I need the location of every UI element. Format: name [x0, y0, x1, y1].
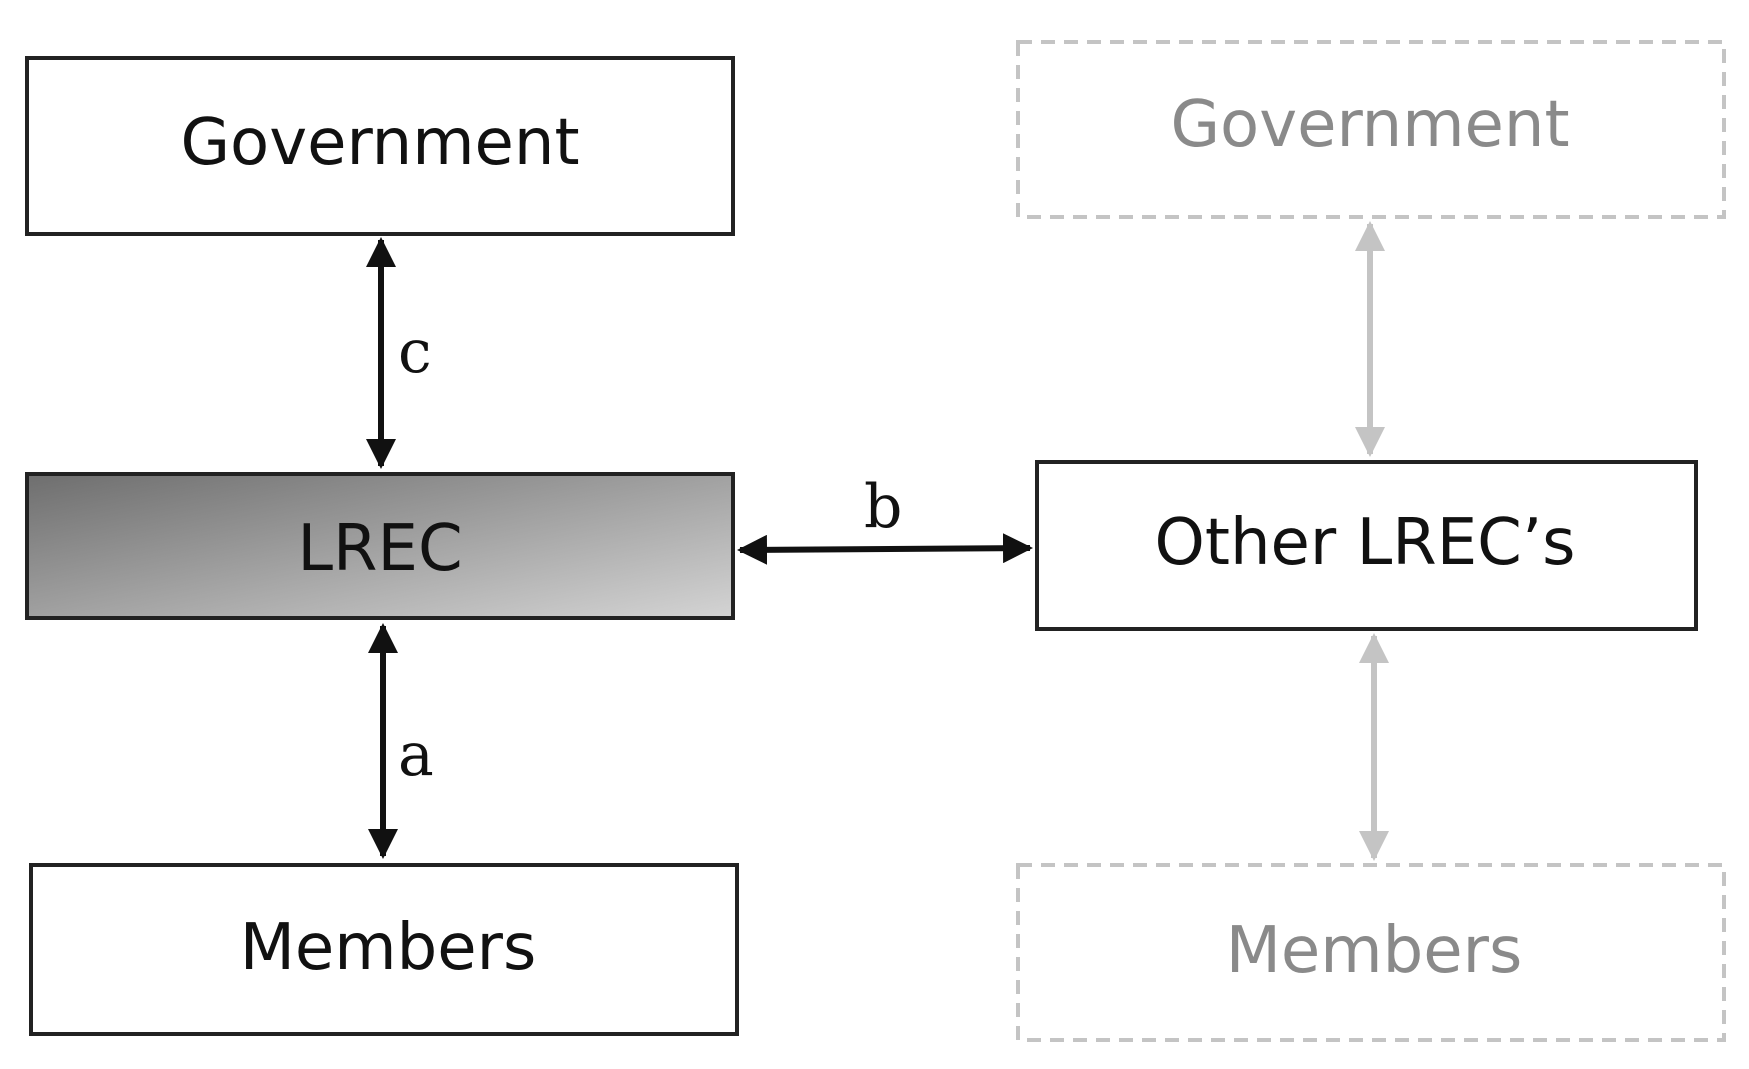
- left-members-node: Members: [29, 863, 739, 1036]
- left-lrec-node: LREC: [25, 472, 735, 620]
- left-lrec-label: LREC: [297, 512, 462, 586]
- left-members-box: [29, 863, 739, 1036]
- edge-b-arrow: [737, 533, 1033, 565]
- left-lrec-box: [25, 472, 735, 620]
- right-members-node: Members: [1016, 863, 1726, 1042]
- right-other-lrecs-label: Other LREC’s: [1155, 506, 1576, 580]
- right-government-label: Government: [1170, 88, 1569, 162]
- right-other-lrecs-box: [1035, 460, 1698, 631]
- right-members-box: [1016, 863, 1726, 1042]
- right-other-lrecs-node: Other LREC’s: [1035, 460, 1698, 631]
- left-government-node: Government: [25, 56, 735, 236]
- edge-a-label: a: [398, 720, 434, 790]
- right-government-box: [1016, 40, 1726, 219]
- left-members-label: Members: [240, 911, 537, 985]
- left-government-label: Government: [180, 106, 579, 180]
- right-members-label: Members: [1226, 914, 1523, 988]
- right-government-node: Government: [1016, 40, 1726, 219]
- edge-c-label: c: [398, 317, 432, 387]
- left-government-box: [25, 56, 735, 236]
- edge-b-label: b: [864, 472, 902, 542]
